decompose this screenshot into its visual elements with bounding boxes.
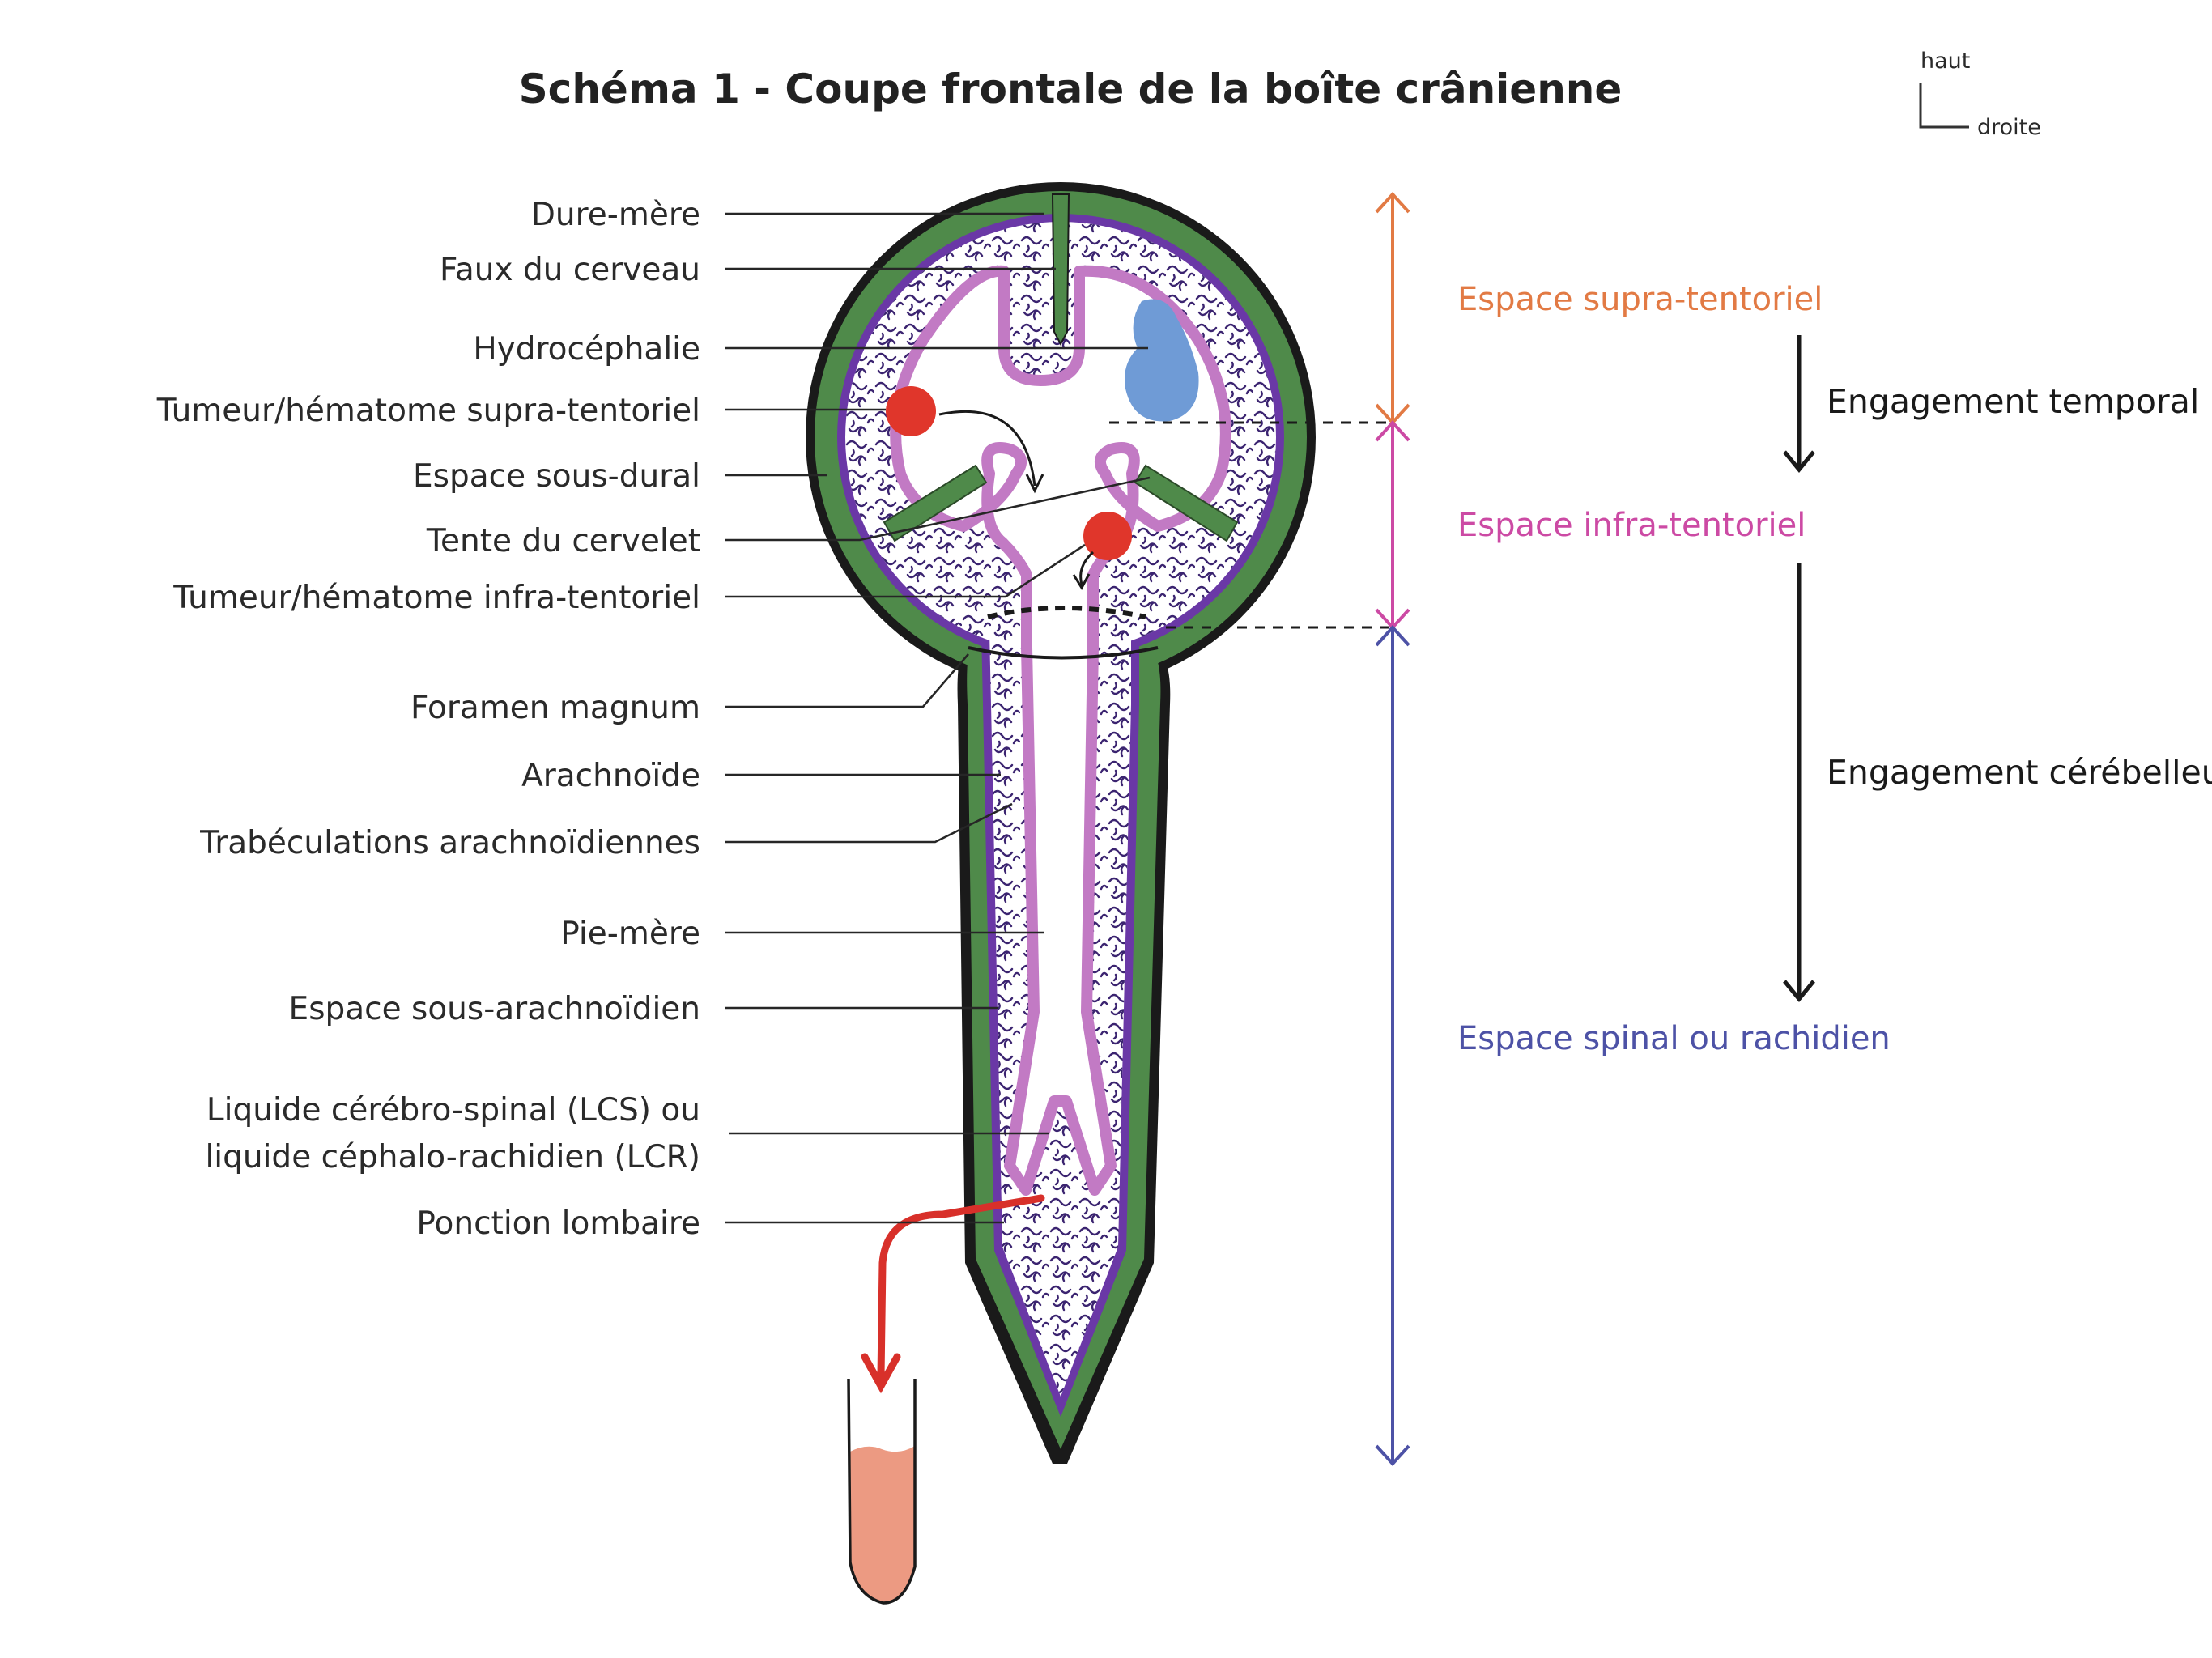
leader-lines [725, 212, 1151, 1224]
lumbar-puncture [847, 1194, 1045, 1605]
zone-arrows [1375, 192, 1410, 1466]
page-title: Schéma 1 - Coupe frontale de la boîte cr… [519, 66, 1623, 113]
supratentorial-tumor [886, 386, 936, 436]
label-csf-line2: liquide céphalo-rachidien (LCR) [205, 1139, 700, 1175]
infratentorial-arrow [1375, 420, 1410, 630]
engagement-cerebellar-arrow [1783, 563, 1815, 1002]
orientation-indicator: haut droite [1919, 49, 2041, 140]
label-foramen-magnum: Foramen magnum [410, 690, 700, 726]
label-csf-line1: Liquide cérébro-spinal (LCS) ou [206, 1092, 700, 1129]
zone-label-supratentorial: Espace supra-tentoriel [1457, 281, 1823, 318]
label-falx-cerebri: Faux du cerveau [440, 252, 700, 288]
foramen-magnum [968, 646, 1159, 660]
label-subarachnoid-space: Espace sous-arachnoïdien [289, 991, 700, 1027]
anatomy-labels: Dure-mère Faux du cerveau Hydrocéphalie … [156, 197, 700, 1242]
csf-sample-tube [847, 1378, 917, 1605]
tentorial-dashed-contour [987, 606, 1146, 619]
falx-cerebri [1051, 193, 1070, 346]
orientation-right-label: droite [1977, 115, 2041, 140]
engagement-temporal-label: Engagement temporal [1827, 382, 2199, 421]
orientation-up-label: haut [1921, 49, 1970, 74]
tentorium-cerebelli [883, 464, 1239, 542]
label-trabeculations: Trabéculations arachnoïdiennes [199, 825, 700, 861]
label-hydrocephalus: Hydrocéphalie [473, 331, 700, 368]
skull-section [806, 182, 1389, 1464]
label-dura-mater: Dure-mère [531, 197, 700, 233]
infratentorial-tumor [1083, 512, 1132, 560]
hydrocephalus-ventricle [1125, 299, 1199, 422]
engagement-cerebellar-label: Engagement cérébelleux [1827, 753, 2212, 792]
supratentorial-arrow [1375, 192, 1410, 425]
needle-line [877, 1194, 1045, 1380]
label-pia-mater: Pie-mère [560, 916, 700, 952]
engagement-temporal-arrow [1783, 335, 1815, 473]
label-subdural-space: Espace sous-dural [413, 458, 700, 495]
label-supratentorial-tumor: Tumeur/hématome supra-tentoriel [156, 393, 700, 429]
label-infratentorial-tumor: Tumeur/hématome infra-tentoriel [172, 580, 700, 616]
spinal-arrow [1375, 625, 1410, 1466]
herniation-arrows [938, 410, 1095, 591]
label-arachnoid: Arachnoïde [521, 758, 700, 794]
zone-label-spinal: Espace spinal ou rachidien [1457, 1020, 1891, 1057]
label-tentorium: Tente du cervelet [426, 523, 700, 559]
zone-label-infratentorial: Espace infra-tentoriel [1457, 507, 1806, 544]
label-lumbar-puncture: Ponction lombaire [416, 1205, 700, 1242]
